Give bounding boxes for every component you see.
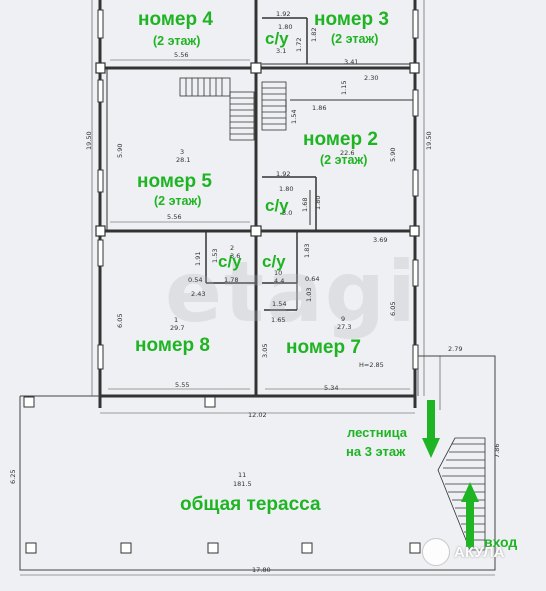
dim-5-56-mid: 5.56: [167, 213, 182, 221]
dim-1-65: 1.65: [271, 316, 286, 324]
dim-1-15: 1.15: [340, 80, 348, 95]
dim-1-80-v: 1.80: [314, 195, 322, 210]
columns: [95, 62, 420, 237]
dim-left-total: 19.50: [85, 131, 93, 150]
dim-1-03: 1.03: [305, 287, 313, 302]
dim-1-86: 1.86: [312, 104, 327, 112]
dim-6-25: 6.25: [9, 469, 17, 484]
arrow-down-icon: [422, 400, 440, 458]
dim-2-79: 2.79: [448, 345, 463, 353]
room-4-floor: (2 этаж): [153, 34, 201, 48]
dimension-lines: [20, 0, 495, 576]
dim-3-05: 3.05: [261, 343, 269, 358]
dim-wc-mid-area: 3.0: [282, 209, 293, 217]
dim-wc-top-area: 3.1: [276, 47, 287, 55]
terrace-posts: [23, 396, 421, 554]
dim-6-05-right: 6.05: [389, 301, 397, 316]
entrance-label: вход: [484, 534, 518, 550]
dim-5-34: 5.34: [324, 384, 339, 392]
dim-1-91: 1.91: [194, 251, 202, 266]
inner-stairs: [179, 77, 287, 141]
dim-1-53: 1.53: [211, 248, 219, 263]
terrace-title: общая терасса: [180, 494, 321, 515]
dim-2-30: 2.30: [364, 74, 379, 82]
stairs-label-line2: на 3 этаж: [346, 444, 406, 459]
room-3-floor: (2 этаж): [331, 32, 379, 46]
wc-label-low-left: с/у: [218, 252, 242, 271]
wc-10-area: 4.4: [274, 277, 285, 285]
dim-12-02: 12.02: [248, 411, 267, 419]
room-1-area: 29.7: [170, 324, 185, 332]
room-3-number: 3: [180, 148, 185, 156]
room-1-number: 1: [174, 316, 179, 324]
dim-2-43: 2.43: [191, 290, 206, 298]
dim-17-80: 17.80: [252, 566, 271, 574]
dim-7-86: 7.86: [493, 443, 501, 458]
wc-label-low-right: с/у: [262, 252, 286, 271]
dim-top-width: 5.56: [174, 51, 189, 59]
room-4-title: номер 4: [138, 9, 213, 30]
room-2-floor: (2 этаж): [320, 153, 368, 167]
dim-1-83: 1.83: [303, 243, 311, 258]
dim-1-78: 1.78: [224, 276, 239, 284]
wc-10-number: 10: [274, 269, 283, 277]
dim-1-54-b: 1.54: [272, 300, 287, 308]
dim-wc-top-h2: 1.72: [295, 37, 303, 52]
room-9-number: 9: [341, 315, 346, 323]
room-2-title: номер 2: [303, 129, 378, 150]
room-5-title: номер 5: [137, 171, 212, 192]
room-5-floor: (2 этаж): [154, 194, 202, 208]
logo-text: АКУЛА: [454, 543, 505, 561]
stairs-label-line1: лестница: [347, 425, 407, 440]
arrow-up-icon: [461, 482, 479, 548]
dim-3-41: 3.41: [344, 58, 359, 66]
dim-0-54: 0.54: [188, 276, 203, 284]
dim-ceiling-height: H=2.85: [359, 361, 384, 369]
shark-logo-icon: [422, 538, 450, 566]
dim-right-total: 19.50: [425, 131, 433, 150]
brand-logo: АКУЛА: [422, 538, 504, 566]
dim-0-64: 0.64: [305, 275, 320, 283]
room-7-title: номер 7: [286, 337, 361, 358]
dim-3-69: 3.69: [373, 236, 388, 244]
room-3-title: номер 3: [314, 9, 389, 30]
room-3-area: 28.1: [176, 156, 191, 164]
dim-wc-top-h1: 1.82: [310, 27, 318, 42]
wc-2-number: 2: [230, 244, 235, 252]
dim-wc-mid-inner: 1.80: [279, 185, 294, 193]
dim-5-90-left: 5.90: [116, 143, 124, 158]
watermark: etagi: [165, 243, 418, 341]
terrace: [19, 355, 496, 571]
wc-label-mid: с/у: [265, 196, 289, 215]
dim-wc-mid-width: 1.92: [276, 170, 291, 178]
wc-2-area: 3.6: [230, 252, 241, 260]
outside-stairs: [437, 437, 486, 551]
room-9-area: 27.3: [337, 323, 352, 331]
room-2-area: 22.6: [340, 149, 355, 157]
dim-1-68: 1.68: [301, 197, 309, 212]
dim-1-54: 1.54: [290, 109, 298, 124]
room-8-title: номер 8: [135, 335, 210, 356]
dim-5-55: 5.55: [175, 381, 190, 389]
dim-wc-top-inner: 1.80: [278, 23, 293, 31]
room-11-area: 181.5: [233, 480, 252, 488]
dim-6-05-left: 6.05: [116, 313, 124, 328]
room-11-number: 11: [238, 471, 247, 479]
dim-wc-top-width: 1.92: [276, 10, 291, 18]
dim-5-90-right: 5.90: [389, 147, 397, 162]
wc-label-top: с/у: [265, 29, 289, 48]
